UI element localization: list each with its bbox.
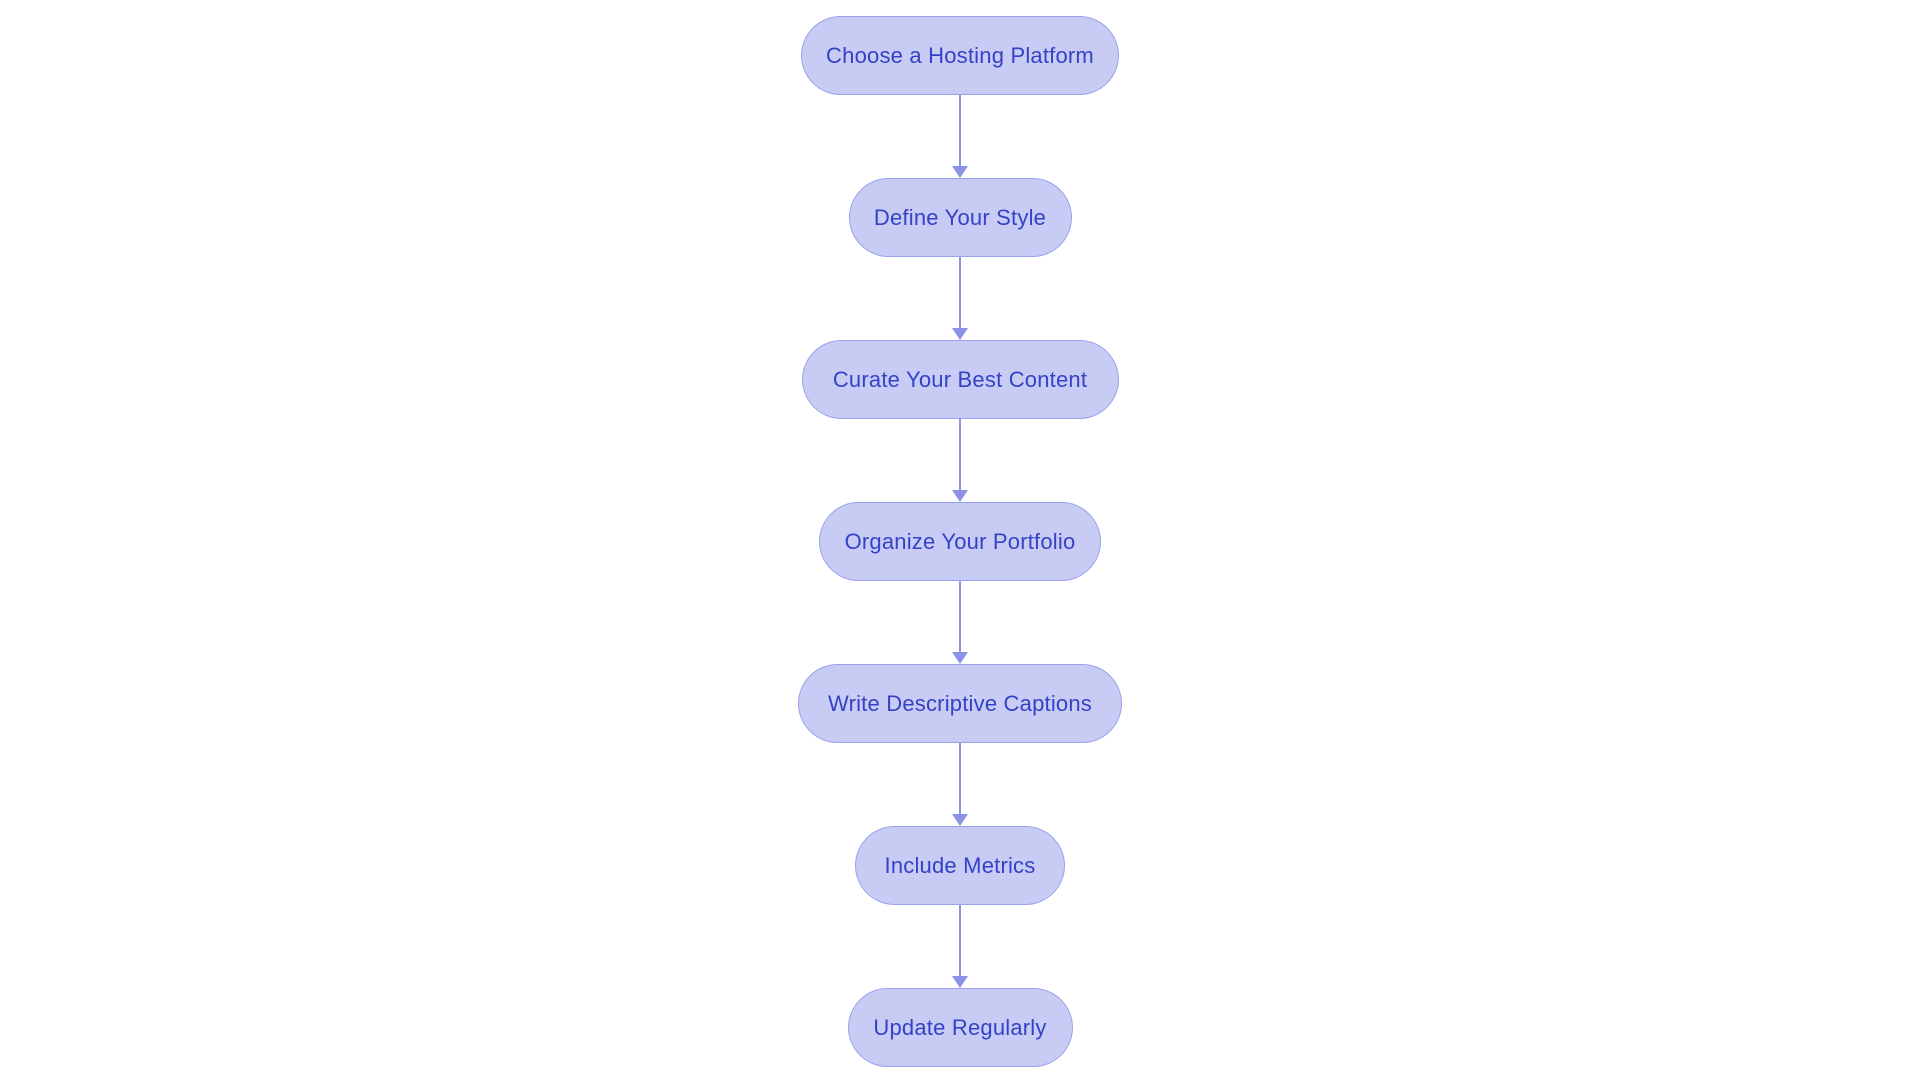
node-label: Write Descriptive Captions: [828, 690, 1092, 716]
arrowhead-down-icon: [952, 328, 968, 340]
flowchart: Choose a Hosting Platform Define Your St…: [0, 16, 1920, 1067]
arrow-stem: [959, 419, 961, 490]
node-label: Define Your Style: [873, 204, 1047, 230]
arrow-connector-4: [952, 581, 968, 664]
node-include-metrics: Include Metrics: [855, 826, 1065, 905]
node-label: Choose a Hosting Platform: [826, 42, 1094, 68]
arrow-stem: [959, 743, 961, 814]
arrowhead-down-icon: [952, 166, 968, 178]
arrow-stem: [959, 95, 961, 166]
node-organize-portfolio: Organize Your Portfolio: [819, 502, 1101, 581]
node-label: Include Metrics: [884, 852, 1036, 878]
node-update-regularly: Update Regularly: [847, 988, 1073, 1067]
arrow-connector-2: [952, 257, 968, 340]
arrow-stem: [959, 257, 961, 328]
node-label: Update Regularly: [873, 1014, 1047, 1040]
arrowhead-down-icon: [952, 976, 968, 988]
node-choose-hosting-platform: Choose a Hosting Platform: [801, 16, 1119, 95]
arrow-stem: [959, 905, 961, 976]
arrowhead-down-icon: [952, 814, 968, 826]
arrow-connector-6: [952, 905, 968, 988]
node-write-descriptive-captions: Write Descriptive Captions: [798, 664, 1122, 743]
arrowhead-down-icon: [952, 652, 968, 664]
arrow-connector-5: [952, 743, 968, 826]
arrowhead-down-icon: [952, 490, 968, 502]
arrow-connector-3: [952, 419, 968, 502]
arrow-connector-1: [952, 95, 968, 178]
node-label: Organize Your Portfolio: [844, 528, 1076, 554]
node-define-your-style: Define Your Style: [848, 178, 1072, 257]
node-curate-best-content: Curate Your Best Content: [801, 340, 1119, 419]
arrow-stem: [959, 581, 961, 652]
node-label: Curate Your Best Content: [832, 366, 1088, 392]
